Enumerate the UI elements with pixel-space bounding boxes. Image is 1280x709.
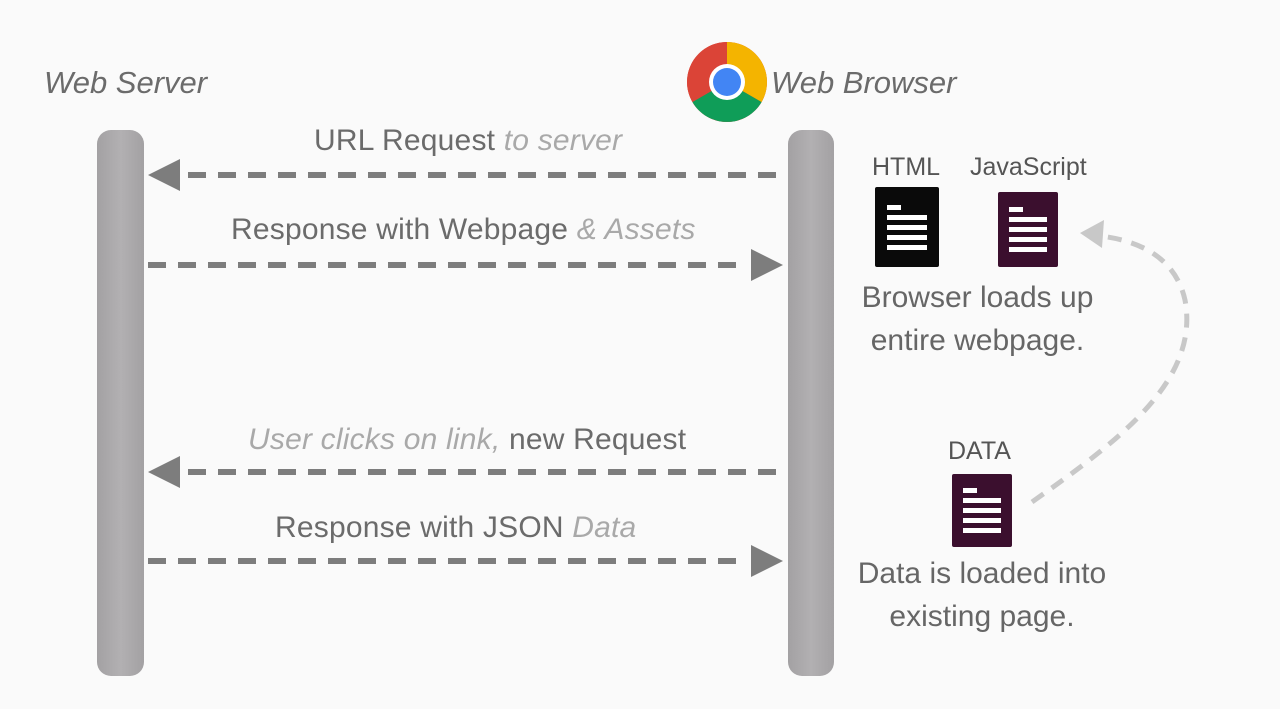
web-server-label: Web Server: [44, 65, 208, 100]
message-arrow-url-request: [148, 159, 783, 191]
message-emphasis: Data: [572, 511, 637, 544]
data-document-icon: [952, 474, 1012, 547]
message-label-json-response: Response with JSON Data: [275, 513, 636, 543]
message-text: new Request: [508, 423, 687, 456]
message-label-webpage-response: Response with Webpage & Assets: [231, 215, 696, 245]
javascript-document-icon: [998, 192, 1058, 267]
browser-lifeline: [788, 130, 834, 676]
message-emphasis: & Assets: [576, 213, 696, 246]
message-label-url-request: URL Request to server: [314, 126, 622, 156]
message-arrow-json-response: [148, 545, 783, 577]
server-lifeline: [97, 130, 144, 676]
message-arrow-webpage-response: [148, 249, 783, 281]
javascript-caption: JavaScript: [970, 153, 1087, 181]
data-caption: DATA: [948, 437, 1011, 465]
message-text: Response with JSON: [275, 511, 564, 544]
data-to-javascript-curve: [1030, 220, 1190, 505]
message-label-new-request: User clicks on link, new Request: [248, 425, 686, 455]
html-document-icon: [875, 187, 939, 267]
chrome-icon: [687, 42, 767, 122]
message-text: URL Request: [314, 124, 496, 157]
initial-load-note: Browser loads up entire webpage.: [861, 281, 1094, 357]
data-load-note: Data is loaded into existing page.: [857, 557, 1107, 633]
message-text: Response with Webpage: [231, 213, 569, 246]
message-emphasis: User clicks on link,: [248, 423, 501, 456]
message-arrow-new-request: [148, 456, 783, 488]
html-caption: HTML: [872, 153, 941, 181]
message-emphasis: to server: [503, 124, 623, 157]
web-browser-label: Web Browser: [771, 65, 957, 100]
